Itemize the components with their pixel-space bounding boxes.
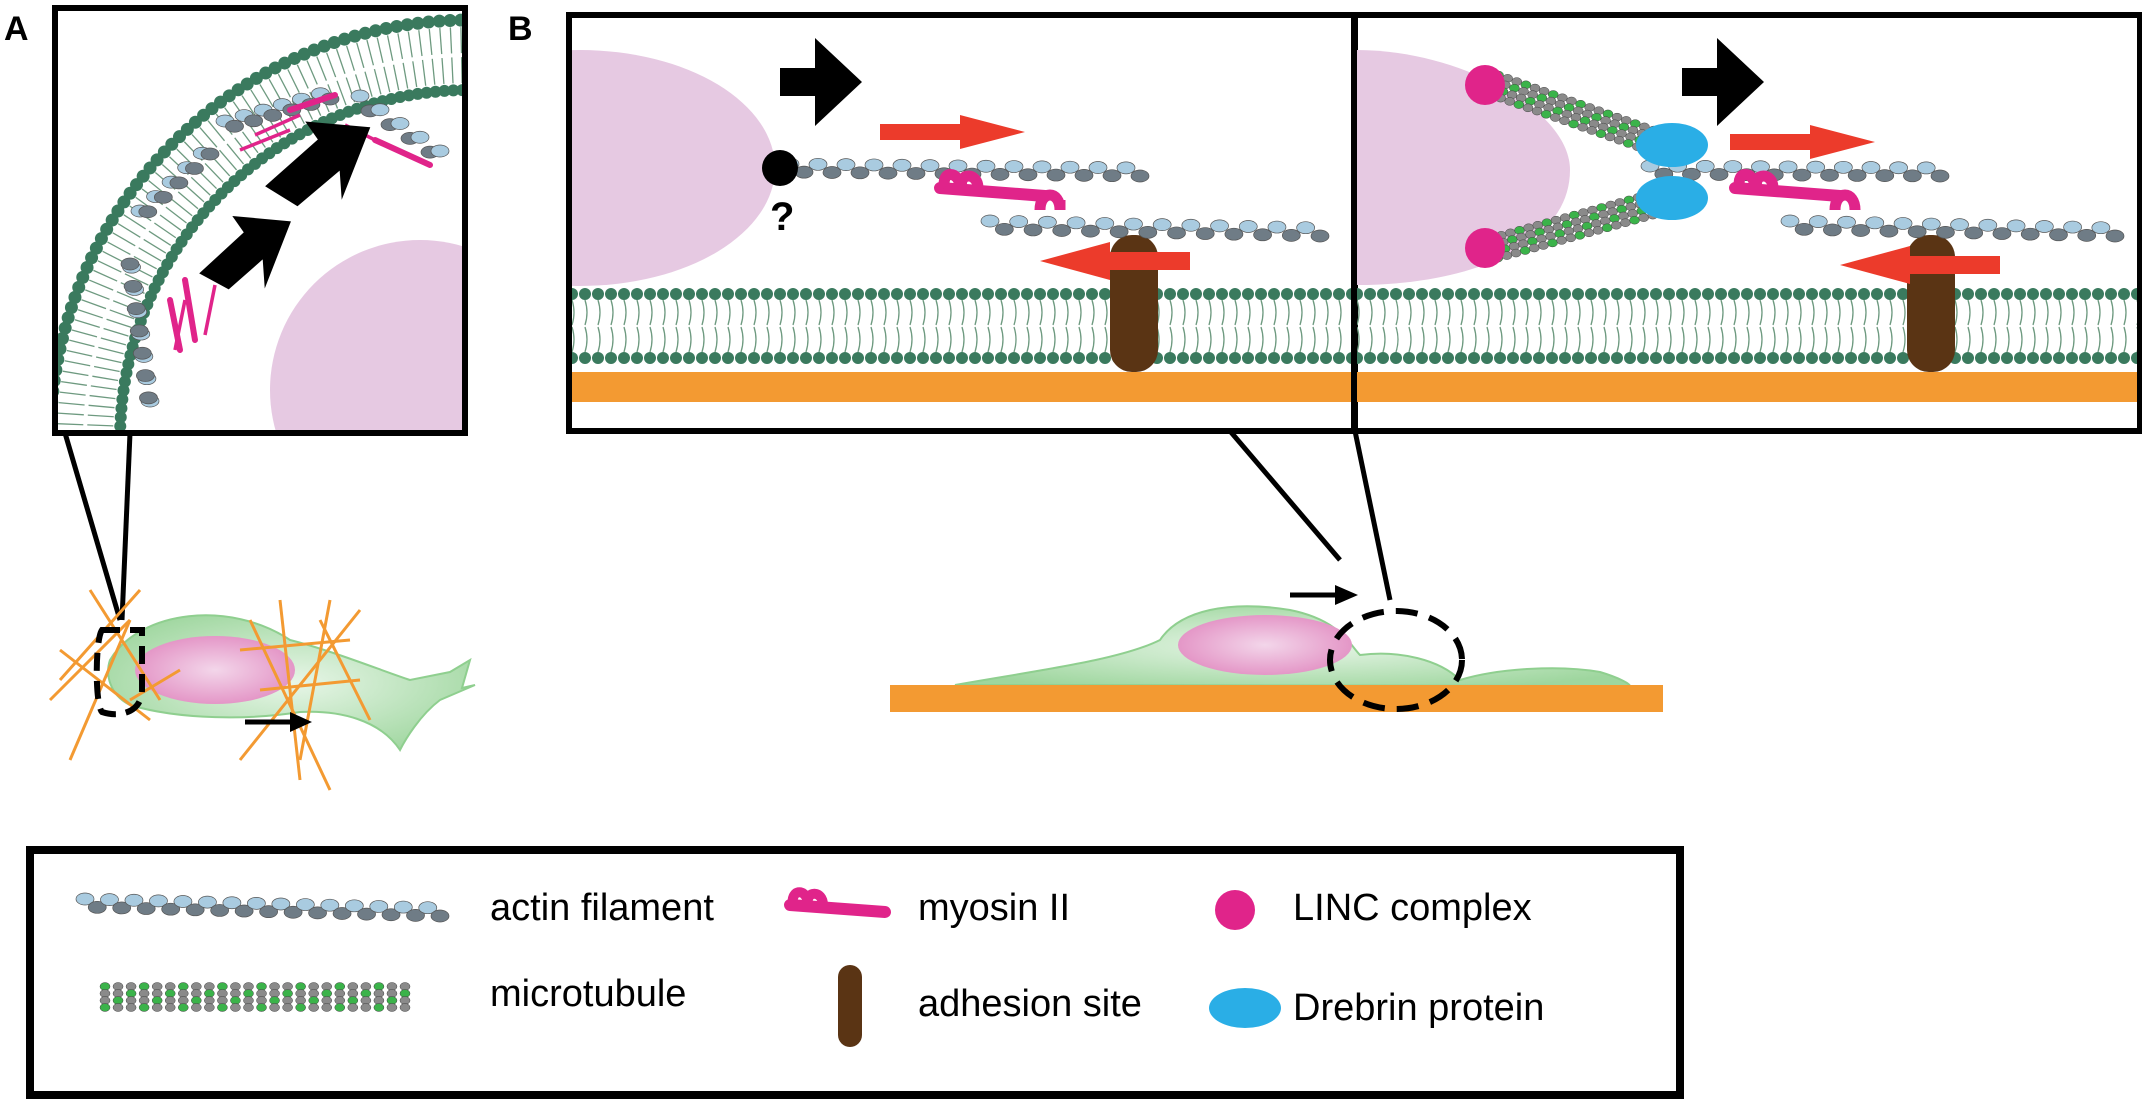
linc-complex [1465,65,1505,105]
force-arrow-backward [1040,242,1190,280]
panel-a-cell [48,589,476,791]
adhesion-site-icon [838,965,862,1047]
legend-label-adhesion: adhesion site [918,983,1142,1025]
black-arrow [199,216,291,290]
nucleus [572,50,775,286]
legend-box [26,846,1684,1099]
cell-nucleus [1178,615,1352,675]
unknown-linker [762,150,798,186]
legend: actin filament microtubule myosin II adh… [26,846,1684,1099]
actin-filaments [1640,159,2125,243]
panel-a-inset [52,5,468,621]
region-of-interest [1327,608,1465,712]
myosin-motor [1729,169,1861,211]
substrate [890,685,1663,712]
panel-label-b: B [508,10,533,48]
myosin-icon [784,887,891,918]
legend-label-linc: LINC complex [1293,887,1532,929]
black-arrow [780,38,862,126]
myosin-motor [934,169,1066,211]
actin-filaments [780,157,1330,243]
black-arrow [1682,38,1764,126]
legend-label-myosin: myosin II [918,887,1070,929]
cell-nucleus [135,636,295,704]
substrate [572,372,1352,402]
myosin-motors [167,92,433,353]
membrane-bilayer [1357,288,2137,364]
legend-label-microtubule: microtubule [490,973,686,1015]
force-arrow-forward [1730,125,1875,159]
actin-filament-icon [75,892,450,923]
force-arrow-backward [1840,246,2000,284]
region-of-interest [93,627,145,718]
microtubules [1486,70,1659,263]
panel-label-a: A [4,10,29,48]
panel-b-cell [890,585,1663,712]
question-mark: ? [770,195,794,239]
linc-complex [1465,228,1505,268]
linc-complex-icon [1215,890,1255,930]
callout-line [1352,430,1393,601]
black-arrow [265,121,371,207]
legend-label-drebrin: Drebrin protein [1293,987,1544,1029]
force-arrow-forward [880,115,1025,149]
panel-b-left-inset: ? [566,12,1358,434]
panel-b-right-inset [1351,12,2142,434]
curved-membrane [55,13,465,433]
drebrin-protein [1636,176,1708,220]
legend-label-actin: actin filament [490,887,714,929]
microtubule-icon [99,982,411,1012]
nucleus [270,240,465,433]
substrate [1357,372,2137,402]
drebrin-icon [1209,988,1281,1028]
adhesion-site [1907,235,1955,372]
drebrin-protein [1636,123,1708,167]
membrane-bilayer [572,288,1352,364]
callout-line [1228,429,1342,562]
nucleus [1357,50,1570,285]
